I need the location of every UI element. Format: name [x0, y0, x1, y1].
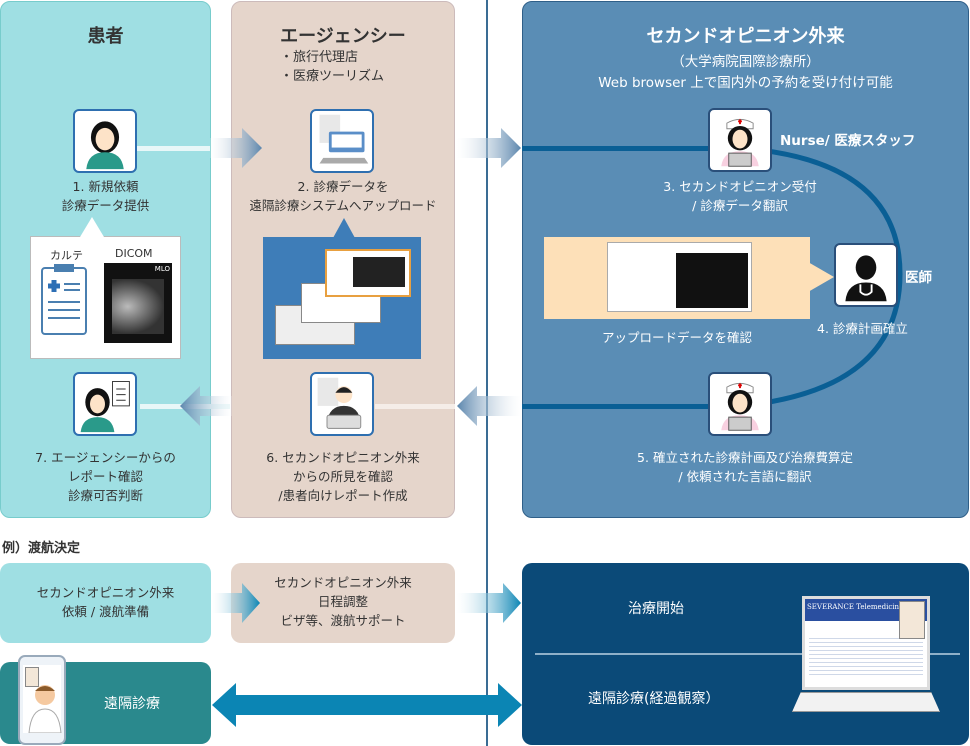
- schedule-box: セカンドオピニオン外来日程調整ビザ等、渡航サポート: [231, 563, 455, 643]
- step4-text: 4. 診療計画確立: [817, 321, 908, 336]
- karte-label: カルテ: [50, 249, 83, 262]
- bullet-item: ・旅行代理店: [280, 50, 359, 65]
- step5-text: 5. 確立された診療計画及び治療費算定 / 依頼された言語に翻訳: [580, 448, 910, 486]
- patient-title: 患者: [87, 26, 124, 47]
- step5-line: 5. 確立された診療計画及び治療費算定: [637, 450, 853, 465]
- patient-icon: [73, 109, 137, 173]
- step3-text: 3. セカンドオピニオン受付 / 診療データ翻訳: [620, 177, 860, 215]
- step7-line: レポート確認: [67, 469, 143, 484]
- agency-staff-icon: [310, 372, 374, 436]
- arrow-left: [180, 386, 232, 426]
- doctor-icon: [834, 243, 898, 307]
- laptop-brand: SEVERANCE Telemedicine: [805, 599, 927, 621]
- screen-thumbnail: [325, 249, 411, 297]
- mammogram: [353, 257, 405, 287]
- step6-line: 6. セカンドオピニオン外来: [266, 450, 420, 465]
- schedule-line: 日程調整: [317, 594, 368, 609]
- treatment-start-label: 治療開始: [628, 601, 684, 617]
- step6-line: /患者向けレポート作成: [278, 488, 408, 503]
- clinic-description: Web browser 上で国内外の予約を受け付け可能: [598, 75, 893, 91]
- smartphone-doctor-icon: [18, 655, 66, 745]
- phone-screen: [23, 665, 62, 733]
- laptop-screen: SEVERANCE Telemedicine: [802, 596, 930, 690]
- connector-line: [375, 404, 455, 409]
- agency-title: エージェンシー: [280, 26, 406, 47]
- bullet-item: ・医療ツーリズム: [280, 69, 385, 84]
- request-line: セカンドオピニオン外来: [36, 585, 175, 600]
- remote-label: 遠隔診療: [104, 696, 160, 712]
- clinic-subtitle: （大学病院国際診療所）: [671, 54, 820, 70]
- uploaded-data-screen: [607, 242, 752, 312]
- step6-line: からの所見を確認: [292, 469, 393, 484]
- step3-line: 3. セカンドオピニオン受付: [663, 179, 817, 194]
- flow-curve: [739, 145, 903, 409]
- doctor-label: 医師: [905, 270, 932, 286]
- step7-text: 7. エージェンシーからのレポート確認診療可否判断: [0, 448, 211, 505]
- arrow-right: [210, 128, 262, 168]
- clinic-title: セカンドオピニオン外来: [646, 26, 845, 47]
- step2-line: 2. 診療データを: [297, 179, 389, 194]
- step7-line: 7. エージェンシーからの: [35, 450, 176, 465]
- step1-text: 1. 新規依頼診療データ提供: [0, 177, 211, 215]
- mammogram: [676, 253, 748, 308]
- mlo-label: MLO: [154, 265, 170, 273]
- upload-check-label: アップロードデータを確認: [601, 330, 752, 345]
- mammogram: [112, 279, 164, 334]
- medical-chart-icon: [41, 264, 87, 335]
- step5-line: / 依頼された言語に翻訳: [678, 469, 812, 484]
- dicom-label: DICOM: [115, 247, 153, 260]
- callout-pointer: [333, 218, 355, 238]
- connector-line: [522, 404, 712, 409]
- callout-pointer: [80, 217, 104, 237]
- bottom-heading: 例）渡航決定: [2, 541, 81, 556]
- step6-text: 6. セカンドオピニオン外来からの所見を確認/患者向けレポート作成: [231, 448, 455, 505]
- step7-line: 診療可否判断: [67, 488, 143, 503]
- video-feed: [25, 667, 39, 687]
- arrow-left: [457, 386, 521, 426]
- schedule-line: セカンドオピニオン外来: [274, 575, 412, 590]
- nurse-label: Nurse/ 医療スタッフ: [780, 133, 916, 149]
- nurse-icon: [708, 372, 772, 436]
- upload-laptop-icon: [310, 109, 374, 173]
- schedule-line: ビザ等、渡航サポート: [280, 613, 406, 628]
- callout-pointer: [808, 262, 834, 292]
- step1-line: 診療データ提供: [61, 198, 150, 213]
- video-feed: [899, 601, 925, 639]
- arrow-right: [212, 583, 260, 623]
- dicom-image: MLO: [104, 263, 172, 343]
- double-arrow: [212, 683, 522, 727]
- step2-text: 2. 診療データを遠隔診療システムへアップロード: [231, 177, 455, 215]
- remote-followup-label: 遠隔診療(経過観察）: [588, 691, 720, 707]
- arrow-right: [457, 128, 521, 168]
- nurse-icon: [708, 108, 772, 172]
- agency-bullets: ・旅行代理店・医療ツーリズム: [280, 48, 384, 86]
- connector-line: [522, 146, 712, 151]
- request-box: セカンドオピニオン外来依頼 / 渡航準備: [0, 563, 211, 643]
- request-line: 依頼 / 渡航準備: [61, 604, 150, 619]
- system-screens: [263, 237, 421, 359]
- step2-line: 遠隔診療システムへアップロード: [249, 198, 437, 213]
- screen-table: [809, 635, 923, 675]
- connector-line: [135, 146, 210, 151]
- patient-report-icon: [73, 372, 137, 436]
- step1-line: 1. 新規依頼: [72, 179, 139, 194]
- doctor-avatar: [28, 685, 62, 733]
- step3-line: / 診療データ翻訳: [692, 198, 788, 213]
- telemedicine-laptop: SEVERANCE Telemedicine: [792, 596, 940, 716]
- arrow-right: [457, 583, 521, 623]
- laptop-keyboard: [792, 692, 940, 712]
- divider-line: [486, 0, 488, 746]
- panel-divider: [535, 653, 960, 655]
